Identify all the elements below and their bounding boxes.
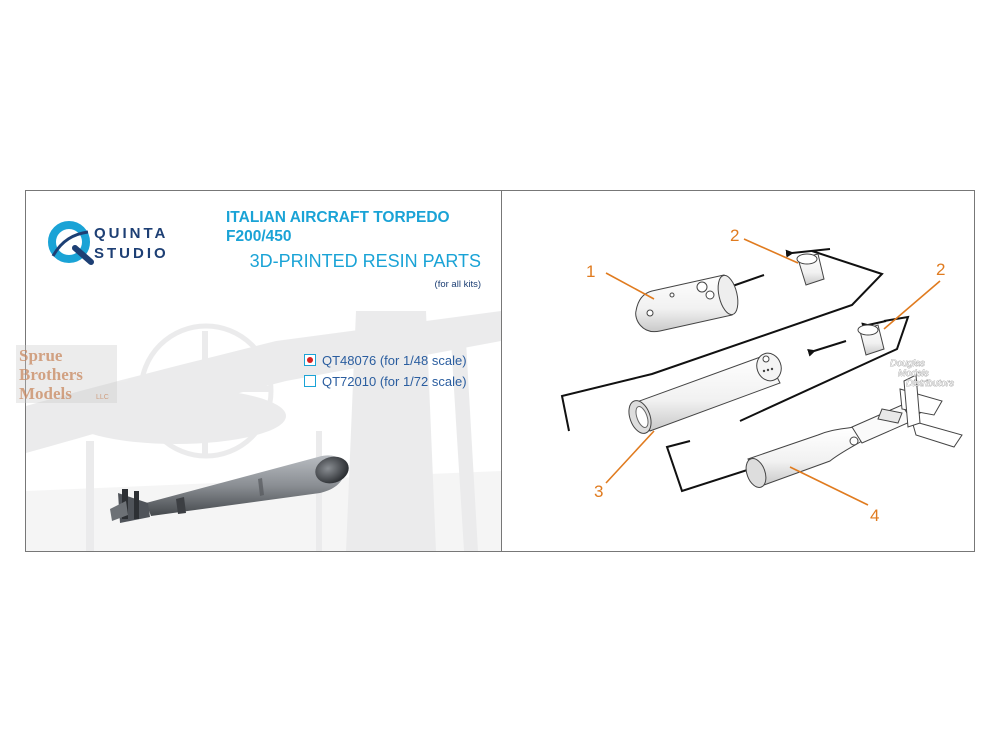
part-label-4: 4 bbox=[870, 506, 879, 525]
option-code: QT72010 bbox=[322, 374, 377, 389]
quinta-studio-logo: QUINTA STUDIO bbox=[48, 218, 218, 268]
option-code: QT48076 bbox=[322, 353, 377, 368]
watermark-line1: Sprue bbox=[19, 346, 63, 365]
watermark-line3: Models bbox=[19, 384, 72, 403]
part-2-cap-lower bbox=[857, 324, 885, 356]
douglas-line2: Models bbox=[898, 368, 929, 379]
part-label-1: 1 bbox=[586, 262, 595, 281]
product-note: (for all kits) bbox=[434, 279, 481, 290]
product-info-panel: QUINTA STUDIO ITALIAN AIRCRAFT TORPEDO F… bbox=[26, 191, 502, 551]
product-card: QUINTA STUDIO ITALIAN AIRCRAFT TORPEDO F… bbox=[25, 190, 975, 552]
watermark-suffix: LLC bbox=[96, 394, 109, 401]
option-qt48076[interactable]: QT48076 (for 1/48 scale) bbox=[304, 353, 467, 368]
label-leader-lines bbox=[605, 238, 941, 506]
assembly-diagram: 1 2 2 3 4 bbox=[560, 226, 963, 525]
option-qt72010[interactable]: QT72010 (for 1/72 scale) bbox=[304, 374, 467, 389]
part-label-2a: 2 bbox=[730, 226, 739, 245]
option-scale: (for 1/48 scale) bbox=[379, 353, 467, 368]
part-1-nose bbox=[635, 274, 739, 333]
product-title: ITALIAN AIRCRAFT TORPEDO bbox=[226, 209, 450, 226]
option-checkbox-selected[interactable] bbox=[304, 354, 316, 366]
part-3-body bbox=[628, 352, 782, 434]
brand-line2: STUDIO bbox=[94, 245, 169, 262]
torpedo-photo bbox=[110, 455, 349, 523]
quinta-logo-icon bbox=[48, 221, 94, 265]
part-labels: 1 2 2 3 4 bbox=[586, 226, 945, 525]
option-scale: (for 1/72 scale) bbox=[379, 374, 467, 389]
selected-dot-icon bbox=[307, 357, 313, 363]
watermark-line2: Brothers bbox=[19, 365, 83, 384]
part-label-3: 3 bbox=[594, 482, 603, 501]
douglas-line1: Douglas bbox=[890, 358, 925, 369]
sprue-brothers-watermark: Sprue Brothers Models LLC bbox=[16, 345, 117, 403]
product-subtitle: 3D-PRINTED RESIN PARTS bbox=[249, 251, 481, 271]
part-label-2b: 2 bbox=[936, 260, 945, 279]
part-2-cap-upper bbox=[796, 253, 825, 286]
douglas-models-watermark: Douglas Models Distributors bbox=[884, 356, 982, 390]
aircraft-background-photo bbox=[26, 311, 501, 551]
option-checkbox[interactable] bbox=[304, 375, 316, 387]
douglas-line3: Distributors bbox=[906, 378, 954, 388]
product-model: F200/450 bbox=[226, 228, 292, 245]
part-4-tail bbox=[745, 374, 963, 488]
brand-line1: QUINTA bbox=[94, 225, 169, 242]
